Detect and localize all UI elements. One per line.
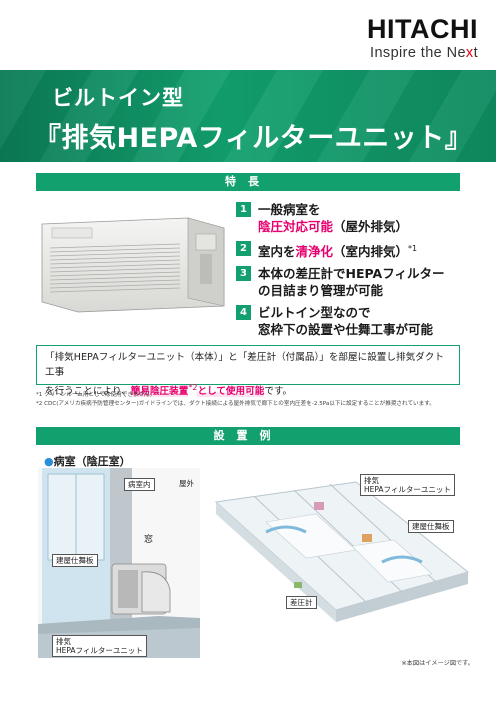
feature-text: 室内を清浄化（室内排気）*1 xyxy=(258,240,472,260)
footnote-2: *2 CDC(アメリカ疾病予防管理センター)ガイドラインでは、ダクト接続による屋… xyxy=(36,401,435,407)
feature-item: 3 本体の差圧計でHEPAフィルター の目詰まり管理が可能 xyxy=(236,265,472,299)
banner-title: 『排気HEPAフィルターユニット』 xyxy=(34,123,473,154)
feature-highlight: 清浄化 xyxy=(295,244,334,260)
footnotes: *1 クリーンルーム用としては使用できません。 *2 CDC(アメリカ疾病予防管… xyxy=(36,391,476,409)
room-type-label: ●病室（陰圧室） xyxy=(44,453,131,469)
feature-item: 1 一般病室を 陰圧対応可能（屋外排気） xyxy=(236,201,472,235)
product-unit-image xyxy=(41,217,225,313)
feature-number: 3 xyxy=(236,266,251,282)
note-highlight: として使用可能 xyxy=(197,386,265,398)
unit-label-line2: HEPAフィルターユニット xyxy=(364,485,451,494)
feature-text-post: （室内排気） xyxy=(333,244,409,260)
footnote-ref: *2 xyxy=(188,383,198,392)
note-text-pre: を行うことにより、 xyxy=(45,386,131,398)
note-line: 「排気HEPAフィルターユニット（本体）」と「差圧計（付属品）」を部屋に設置し排… xyxy=(45,352,444,378)
installation-example-heading: 設置例 xyxy=(36,427,460,445)
footnote-ref: *1 xyxy=(408,244,418,253)
feature-text: 本体の差圧計でHEPAフィルター xyxy=(258,266,445,282)
room-label-text: 病室（陰圧室） xyxy=(53,455,131,468)
tagline-prefix: Inspire the Ne xyxy=(370,45,466,61)
feature-item: 4 ビルトイン型なので 窓枠下の設置や仕舞工事が可能 xyxy=(236,304,472,338)
title-banner: ビルトイン型 『排気HEPAフィルターユニット』 xyxy=(0,70,496,162)
window-label: 窓 xyxy=(144,535,154,545)
feature-number: 4 xyxy=(236,305,251,321)
outdoor-label: 屋外 xyxy=(179,479,194,488)
feature-number: 2 xyxy=(236,241,251,256)
feature-number: 1 xyxy=(236,202,251,217)
ward-drawing xyxy=(214,481,470,622)
usage-note-box: 「排気HEPAフィルターユニット（本体）」と「差圧計（付属品）」を部屋に設置し排… xyxy=(36,345,460,398)
hitachi-logo: HITACHI Inspire the Next xyxy=(367,14,478,62)
note-highlight: 簡易陰圧装置 xyxy=(130,386,189,398)
note-line: を行うことにより、簡易陰圧装置*2として使用可能です。 xyxy=(45,380,451,399)
tagline-suffix: t xyxy=(473,45,478,61)
unit-label-line2: HEPAフィルターユニット xyxy=(56,646,143,655)
feature-highlight: 陰圧対応可能 xyxy=(258,219,334,234)
banner-subtitle: ビルトイン型 xyxy=(52,86,184,110)
feature-item: 2 室内を清浄化（室内排気）*1 xyxy=(236,240,472,260)
unit-label-line1: 排気 xyxy=(364,476,379,485)
feature-text: 一般病室を xyxy=(258,202,321,217)
panel-label: 建屋仕舞板 xyxy=(408,520,454,533)
brand-name: HITACHI xyxy=(367,14,478,44)
feature-text: 陰圧対応可能（屋外排気） xyxy=(258,218,472,235)
header: HITACHI Inspire the Next xyxy=(0,0,496,68)
features-list: 1 一般病室を 陰圧対応可能（屋外排気） 2 室内を清浄化（室内排気）*1 3 … xyxy=(236,201,472,343)
footnote-1: *1 クリーンルーム用としては使用できません。 xyxy=(36,392,156,398)
note-text-post: です。 xyxy=(264,386,293,398)
brand-tagline: Inspire the Next xyxy=(367,45,478,61)
feature-text-rest: （屋外排気） xyxy=(333,219,409,234)
tagline-x: x xyxy=(465,45,474,61)
features-heading: 特長 xyxy=(36,173,460,191)
indoor-label: 病室内 xyxy=(124,478,155,491)
panel-label: 建屋仕舞板 xyxy=(52,554,98,567)
bullet-icon: ● xyxy=(44,455,54,468)
feature-text: ビルトイン型なので xyxy=(258,305,371,321)
unit-label-line1: 排気 xyxy=(56,637,71,646)
feature-text: の目詰まり管理が可能 xyxy=(258,283,384,299)
image-caption: ※本図はイメージ図です。 xyxy=(401,660,474,667)
gauge-label: 差圧計 xyxy=(286,596,317,609)
feature-text-pre: 室内を xyxy=(258,244,296,260)
feature-text: 窓枠下の設置や仕舞工事が可能 xyxy=(258,322,434,338)
